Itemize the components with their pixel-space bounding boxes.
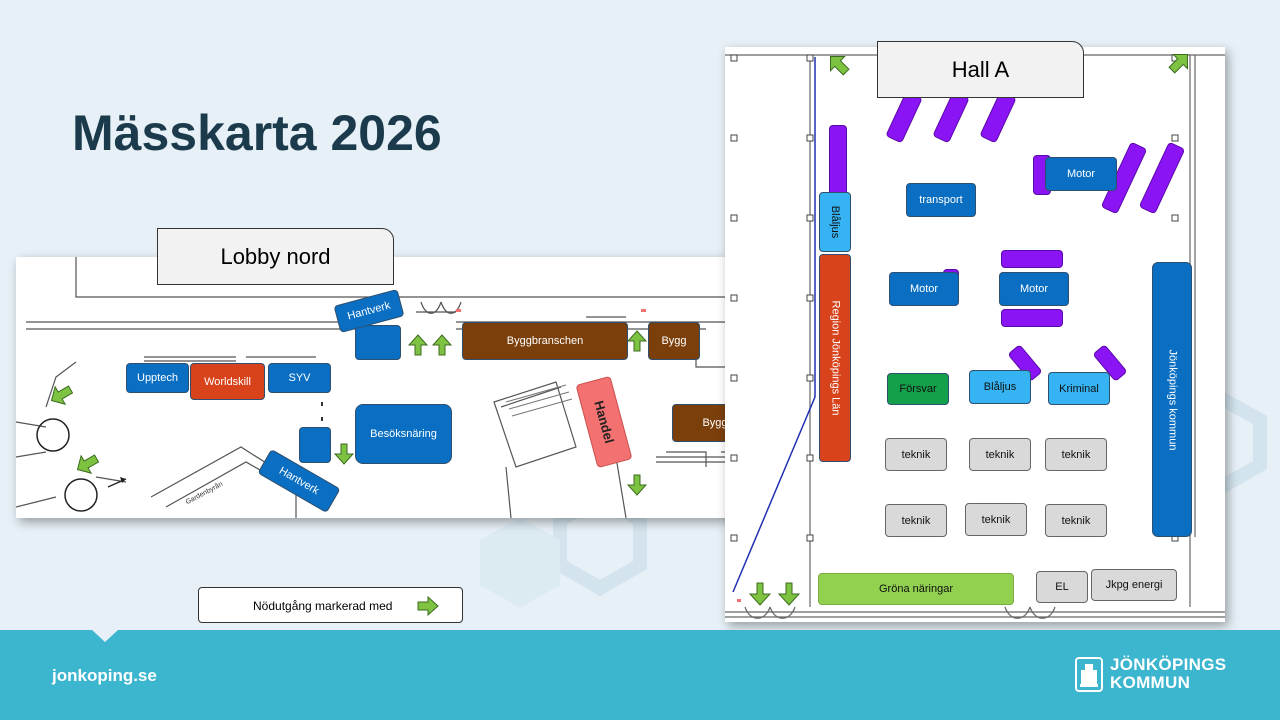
- exit-arrow-icon: [627, 330, 647, 352]
- exit-arrow-icon: [627, 474, 647, 496]
- exit-arrow-icon: [334, 443, 354, 465]
- booth-jkpg-energi[interactable]: Jkpg energi: [1091, 569, 1177, 601]
- booth-teknik-6[interactable]: teknik: [1045, 504, 1107, 537]
- jonkopings-kommun-logo: JÖNKÖPINGS KOMMUN: [1074, 656, 1234, 696]
- booth-motor-right[interactable]: Motor: [1045, 157, 1117, 191]
- booth-teknik-4[interactable]: teknik: [885, 504, 947, 537]
- logo-text: JÖNKÖPINGS KOMMUN: [1110, 656, 1226, 692]
- booth-transport[interactable]: transport: [906, 183, 976, 217]
- booth-besoksnaring[interactable]: Besöksnäring: [355, 404, 452, 464]
- logo-line-1: JÖNKÖPINGS: [1110, 655, 1227, 674]
- exit-arrow-icon: [778, 582, 800, 606]
- booth-region-jonkopings-lan[interactable]: Region Jönköpings Län: [819, 254, 851, 462]
- purple-stand: [829, 125, 847, 197]
- lobby-label: Lobby nord: [157, 228, 394, 285]
- footer-url[interactable]: jonkoping.se: [52, 666, 157, 685]
- booth-jonkopings-kommun[interactable]: Jönköpings kommun: [1152, 262, 1192, 537]
- exit-arrow-icon: [417, 595, 439, 617]
- booth-hantverk-bottom-block[interactable]: [299, 427, 331, 463]
- booth-blaljus-vertical-label: Blåljus: [829, 205, 841, 239]
- booth-teknik-2[interactable]: teknik: [969, 438, 1031, 471]
- booth-bygg-top[interactable]: Bygg: [648, 322, 700, 360]
- booth-jonkopings-kommun-label: Jönköpings kommun: [1166, 349, 1179, 450]
- hall-a-label: Hall A: [877, 41, 1084, 98]
- exit-arrow-icon: [76, 454, 100, 474]
- booth-kriminal[interactable]: Kriminal: [1048, 372, 1110, 405]
- booth-forsvar[interactable]: Försvar: [887, 373, 949, 405]
- purple-stand: [1001, 309, 1063, 327]
- booth-teknik-1[interactable]: teknik: [885, 438, 947, 471]
- logo-line-2: KOMMUN: [1110, 673, 1191, 692]
- page-title: Mässkarta 2026: [72, 105, 442, 161]
- city-crest-icon: [1075, 657, 1103, 692]
- booth-handel-label: Handel: [591, 398, 618, 445]
- exit-arrow-icon: [50, 385, 74, 405]
- booth-grona-naringar[interactable]: Gröna näringar: [818, 573, 1014, 605]
- booth-motor-mid[interactable]: Motor: [999, 272, 1069, 306]
- exit-arrow-icon: [1168, 54, 1188, 74]
- legend-text: Nödutgång markerad med: [253, 599, 393, 613]
- purple-stand: [1001, 250, 1063, 268]
- booth-region-label: Region Jönköpings Län: [829, 300, 842, 416]
- exit-arrow-icon: [432, 334, 452, 356]
- booth-blaljus-vertical[interactable]: Blåljus: [819, 192, 851, 252]
- exit-arrow-icon: [830, 56, 850, 76]
- booth-byggbranschen[interactable]: Byggbranschen: [462, 322, 628, 360]
- booth-upptech[interactable]: Upptech: [126, 363, 189, 393]
- booth-teknik-5[interactable]: teknik: [965, 503, 1027, 536]
- exit-arrow-icon: [749, 582, 771, 606]
- footer-notch: [92, 630, 118, 642]
- lobby-map: Gardenbyrån Byggbranschen Bygg Bygg Uppt…: [16, 257, 784, 518]
- booth-el[interactable]: EL: [1036, 571, 1088, 603]
- booth-motor-left[interactable]: Motor: [889, 272, 959, 306]
- booth-worldskill[interactable]: Worldskill: [190, 363, 265, 400]
- hall-a-map: Motor transport Blåljus Region Jönköping…: [725, 47, 1225, 622]
- booth-teknik-3[interactable]: teknik: [1045, 438, 1107, 471]
- booth-blaljus[interactable]: Blåljus: [969, 370, 1031, 404]
- legend-box: Nödutgång markerad med: [198, 587, 463, 623]
- footer-bar: [0, 630, 1280, 720]
- booth-syv[interactable]: SYV: [268, 363, 331, 393]
- booth-hantverk-top-block[interactable]: [355, 325, 401, 360]
- exit-arrow-icon: [408, 334, 428, 356]
